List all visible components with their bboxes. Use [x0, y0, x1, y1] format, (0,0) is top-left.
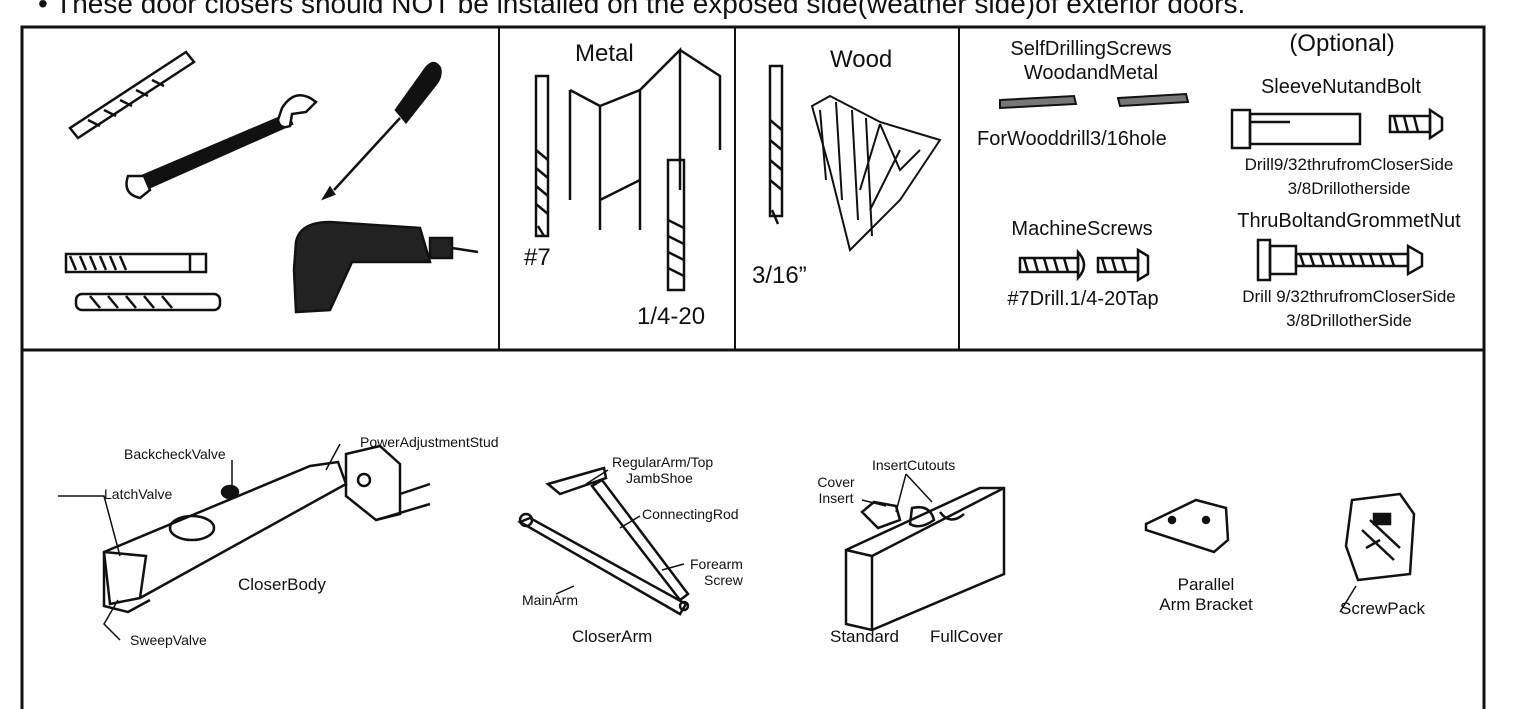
power-drill-icon: [292, 220, 479, 314]
closer-body-label: CloserBody: [238, 575, 326, 594]
insert-cutouts-label: InsertCutouts: [872, 457, 956, 473]
closer-arm-label: CloserArm: [572, 627, 653, 646]
metal-tap-size: 1/4-20: [637, 303, 706, 330]
parallel-arm-bracket-label-2: Arm Bracket: [1159, 595, 1253, 614]
wood-frame-icon: [810, 94, 942, 252]
thru-bolt-title: ThruBoltandGrommetNut: [1237, 210, 1461, 232]
wrench-icon: [125, 94, 318, 200]
screwdriver-icon: [321, 61, 442, 201]
standard-cover-label: Standard: [830, 627, 899, 646]
metal-drill-size: #7: [524, 244, 551, 271]
regular-arm-shoe-label-1: RegularArm/Top: [612, 454, 714, 470]
screw-pack-label: ScrewPack: [1340, 599, 1426, 618]
drill-bit-icon: [68, 50, 196, 140]
self-drilling-screw-icons: [999, 92, 1190, 110]
metal-frame-icon: [568, 46, 722, 230]
wood-drill-bit-icon: [768, 64, 784, 225]
self-drilling-subtitle: WoodandMetal: [1023, 62, 1159, 84]
latch-valve-label: LatchValve: [104, 486, 173, 502]
closer-arm-icon: [517, 466, 690, 616]
closer-body-icon: [102, 444, 431, 614]
thru-bolt-note-1: Drill 9/32thrufromCloserSide: [1242, 287, 1456, 306]
tap-icon: [64, 252, 208, 274]
full-cover-label: FullCover: [930, 627, 1003, 646]
sleeve-nut-note-1: Drill9/32thrufromCloserSide: [1244, 155, 1454, 174]
optional-title: (Optional): [1289, 30, 1395, 57]
regular-arm-shoe-label-2: JambShoe: [626, 470, 693, 486]
small-drill-bit-icon: [74, 292, 222, 312]
forearm-screw-label-2: Screw: [704, 572, 743, 588]
thru-bolt-note-2: 3/8DrillotherSide: [1286, 311, 1412, 330]
installation-warning: • These door closers should NOT be insta…: [38, 0, 1245, 20]
self-drilling-title: SelfDrillingScrews: [1010, 38, 1172, 60]
parallel-arm-bracket-icon: [1144, 498, 1230, 554]
warning-text: These door closers should NOT be install…: [55, 0, 1246, 19]
cover-icon: [844, 486, 1006, 632]
forearm-screw-label-1: Forearm: [690, 556, 743, 572]
sleeve-nut-bolt-icons: [1230, 107, 1444, 150]
leader-lines: [58, 443, 1357, 641]
sleeve-nut-title: SleeveNutandBolt: [1260, 76, 1422, 98]
screw-pack-icon: [1344, 492, 1416, 582]
connecting-rod-label: ConnectingRod: [642, 506, 739, 522]
sweep-valve-label: SweepValve: [130, 632, 207, 648]
machine-screws-title: MachineScrews: [1011, 218, 1153, 240]
wood-title: Wood: [830, 46, 893, 73]
cover-insert-label-2: Insert: [818, 490, 854, 506]
self-drilling-note: ForWooddrill3/16hole: [977, 128, 1167, 150]
machine-screws-note: #7Drill.1/4-20Tap: [1007, 288, 1159, 310]
metal-title: Metal: [575, 40, 634, 67]
machine-screw-icons: [1018, 247, 1150, 283]
metal-tap-icon: [666, 158, 686, 292]
thru-bolt-grommet-icon: [1256, 238, 1424, 282]
wood-drill-size: 3/16”: [752, 262, 807, 289]
main-arm-label: MainArm: [522, 592, 579, 608]
bullet: •: [38, 0, 48, 19]
parallel-arm-bracket-label-1: Parallel: [1177, 575, 1235, 594]
backcheck-valve-label: BackcheckValve: [124, 446, 226, 462]
cover-insert-label-1: Cover: [817, 474, 855, 490]
power-adjustment-stud-label: PowerAdjustmentStud: [360, 434, 499, 450]
table-frame: [20, 25, 1486, 709]
metal-drill-bit-icon: [534, 74, 550, 238]
sleeve-nut-note-2: 3/8Drillotherside: [1287, 179, 1411, 198]
